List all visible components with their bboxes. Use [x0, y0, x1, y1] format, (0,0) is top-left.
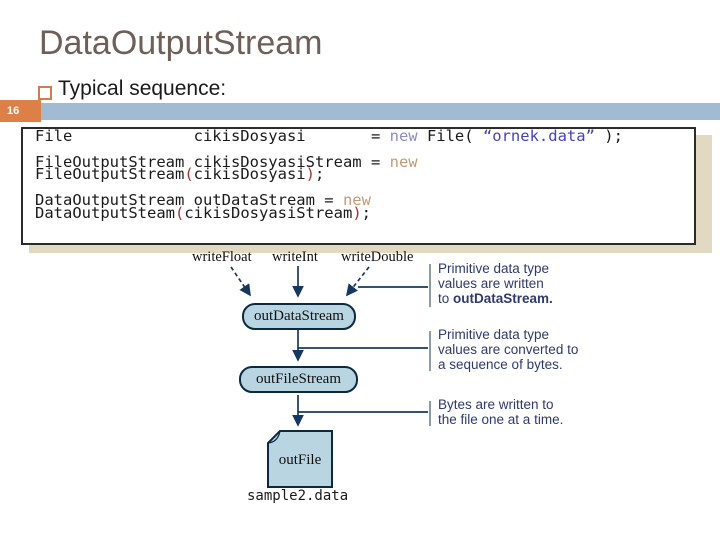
annotation-primitive-written: Primitive data type values are written t…	[438, 261, 578, 306]
code-text: cikisDosyasiStream	[184, 203, 353, 222]
code-text: File cikisDosyasi =	[35, 127, 390, 145]
label-writedouble: writeDouble	[341, 249, 414, 265]
header-band	[41, 103, 720, 120]
document-fold-icon	[267, 430, 281, 444]
bullet-square-icon	[38, 86, 52, 100]
label-writefloat: writeFloat	[192, 249, 252, 265]
code-text: ;	[361, 203, 371, 222]
arrow-writefloat	[230, 266, 251, 297]
code-text: );	[594, 127, 623, 145]
code-box	[21, 127, 696, 245]
code-text: FileOutputStream cikisDosyasiStream =	[35, 152, 390, 171]
annotation-line: the file one at a time.	[438, 412, 564, 427]
annotation-converted-bytes: Primitive data type values are converted…	[438, 327, 588, 372]
node-outfilestream: outFileStream	[239, 366, 358, 393]
file-caption: sample2.data	[247, 488, 349, 504]
annotation-bytes-written: Bytes are written to the file one at a t…	[438, 397, 588, 427]
code-paren: )	[352, 203, 362, 222]
annotation-line: values are converted to	[438, 342, 579, 357]
label-writeint: writeInt	[272, 249, 318, 265]
code-text: ;	[314, 165, 325, 184]
slide-number-badge: 16	[0, 100, 41, 122]
slide-number: 16	[7, 105, 20, 117]
code-paren: (	[174, 203, 185, 222]
annotation-line: values are written	[438, 276, 544, 291]
node-outdatastream: outDataStream	[242, 303, 356, 330]
code-paren: (	[184, 165, 194, 184]
code-keyword: new	[342, 190, 371, 209]
bullet-text: Typical sequence:	[58, 77, 227, 100]
annotation-line: Primitive data type	[438, 327, 550, 342]
code-paren: )	[305, 165, 315, 184]
annotation-line: a sequence of bytes.	[438, 357, 563, 372]
arrow-writedouble	[345, 266, 370, 297]
code-string: “ornek.data”	[482, 127, 595, 145]
code-keyword: new	[389, 127, 418, 145]
code-block: File cikisDosyasi = new File( “ornek.dat…	[35, 127, 623, 222]
code-keyword: new	[389, 152, 418, 171]
annotation-line: Bytes are written to	[438, 397, 554, 412]
page-title: DataOutputStream	[39, 24, 323, 62]
annotation-line: to outDataStream.	[438, 291, 578, 306]
code-text: DataOutputSteam	[35, 203, 175, 222]
code-text: cikisDosyasi	[193, 165, 306, 184]
node-outfile-label: outFile	[278, 452, 322, 468]
flow-lines	[230, 266, 428, 427]
annotation-bold-text: outDataStream.	[453, 291, 553, 306]
annotation-text: to	[438, 291, 454, 306]
code-text: FileOutputStream	[35, 165, 185, 184]
annotation-line: Primitive data type	[438, 261, 550, 276]
code-text: DataOutputStream outDataStream =	[35, 190, 343, 209]
code-text: File(	[417, 127, 483, 145]
